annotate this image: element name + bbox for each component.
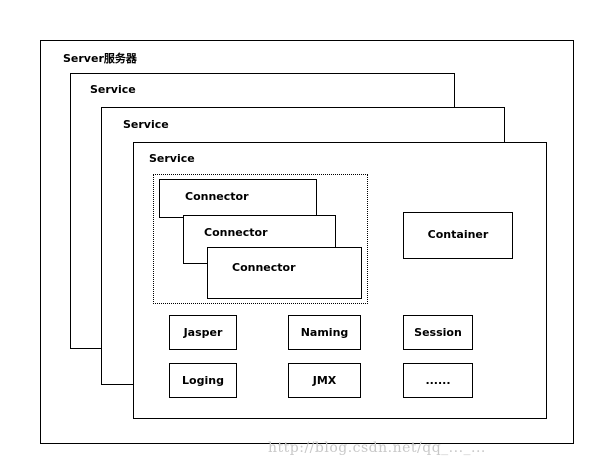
component-jasper: Jasper bbox=[169, 315, 237, 350]
service-label-2: Service bbox=[123, 118, 169, 131]
component-label-session: Session bbox=[414, 326, 462, 339]
component-label-naming: Naming bbox=[300, 326, 349, 339]
server-label: Server服务器 bbox=[63, 52, 137, 65]
connector-label-1: Connector bbox=[185, 190, 249, 203]
connector-box-3: Connector bbox=[207, 247, 362, 299]
container-box: Container bbox=[403, 212, 513, 259]
component-naming: Naming bbox=[288, 315, 361, 350]
component-label-more: ...... bbox=[425, 374, 451, 387]
service-label-1: Service bbox=[90, 83, 136, 96]
connector-label-2: Connector bbox=[204, 226, 268, 239]
service-label-3: Service bbox=[149, 152, 195, 165]
component-jmx: JMX bbox=[288, 363, 361, 398]
component-label-loging: Loging bbox=[182, 374, 224, 387]
connector-box-1: Connector bbox=[159, 179, 317, 218]
component-loging: Loging bbox=[169, 363, 237, 398]
component-more: ...... bbox=[403, 363, 473, 398]
watermark-text: http://blog.csdn.net/qq_..._... bbox=[268, 440, 486, 456]
container-label: Container bbox=[427, 228, 489, 241]
component-label-jmx: JMX bbox=[312, 374, 337, 387]
connector-group bbox=[153, 174, 368, 304]
component-session: Session bbox=[403, 315, 473, 350]
component-label-jasper: Jasper bbox=[183, 326, 223, 339]
connector-label-3: Connector bbox=[232, 261, 296, 274]
